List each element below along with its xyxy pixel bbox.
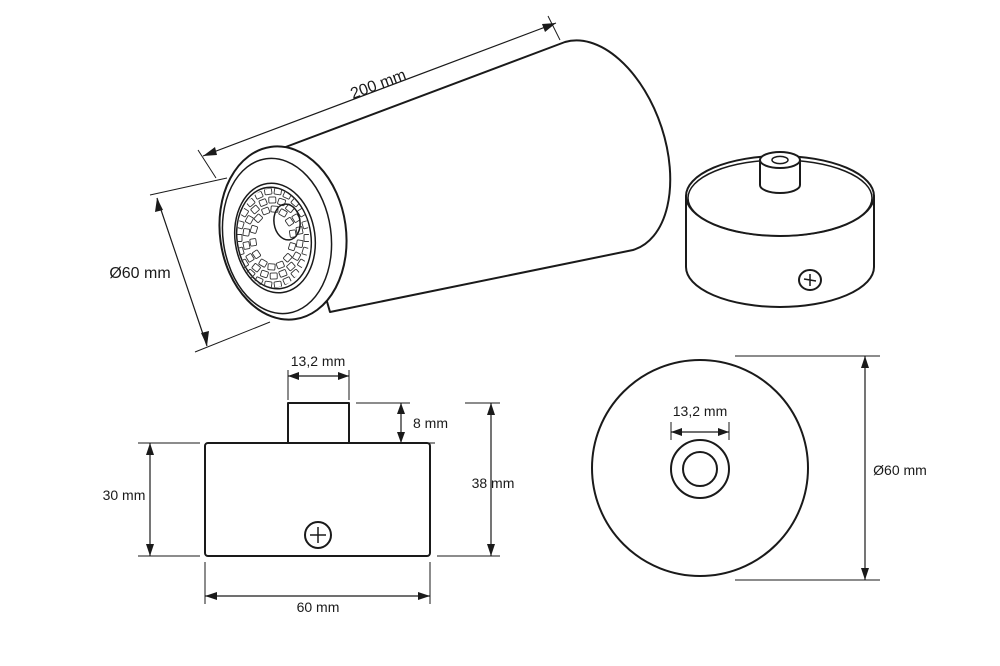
lens-cell — [284, 217, 295, 227]
dimension-cylinder-diameter: Ø60 mm — [109, 177, 271, 353]
cylinder-reflector-inner — [235, 186, 313, 290]
base-front-stem — [287, 402, 350, 444]
lens-cell — [244, 215, 254, 225]
base-stem-top — [759, 151, 801, 169]
lens-cell — [250, 204, 260, 215]
dimension-stem-height: 8 mm — [356, 402, 448, 444]
lens-cell — [289, 229, 297, 238]
base-top-view: 13,2 mm Ø60 mm — [591, 355, 927, 581]
base-isometric-view — [685, 151, 875, 308]
lens-cell — [263, 188, 273, 196]
dimension-top-diameter: Ø60 mm — [735, 355, 927, 581]
lens-cell — [288, 242, 297, 252]
dimension-base-width: 60 mm — [204, 562, 431, 615]
lens-cell — [267, 263, 276, 271]
lens-cell — [295, 226, 304, 235]
dimension-top-hole: 13,2 mm — [670, 403, 730, 440]
lens-cell — [237, 234, 243, 242]
lens-cell — [286, 261, 296, 272]
lens-cell — [258, 198, 268, 207]
top-diameter-label: Ø60 mm — [873, 462, 927, 478]
lens-cell — [251, 263, 261, 273]
base-stem — [759, 159, 801, 194]
lens-cell — [242, 241, 251, 250]
lens-cell — [278, 208, 288, 218]
length-label: 200 mm — [348, 67, 408, 103]
lens-cell — [258, 258, 268, 268]
lens-cell — [273, 188, 283, 196]
base-screw-icon — [798, 269, 822, 291]
stem-width-label: 13,2 mm — [291, 353, 345, 369]
lens-cell — [273, 280, 283, 288]
lens-cell — [263, 280, 273, 288]
lens-cell — [295, 239, 304, 248]
lens-center — [273, 203, 301, 241]
lens-cell — [245, 253, 255, 263]
total-height-label: 38 mm — [472, 475, 515, 491]
top-view-stem-hole — [682, 451, 718, 487]
dimension-base-height: 30 mm — [103, 442, 200, 557]
lens-cell — [275, 260, 285, 270]
lens-cell — [268, 196, 277, 204]
base-height-label: 30 mm — [103, 487, 146, 503]
dimension-total-height: 38 mm — [437, 402, 515, 557]
lens-cell — [249, 224, 258, 234]
lens-cell — [261, 206, 271, 216]
lens-cell — [253, 213, 263, 223]
base-width-label: 60 mm — [297, 599, 340, 615]
stem-height-label: 8 mm — [413, 415, 448, 431]
cylinder-diameter-label: Ø60 mm — [109, 265, 170, 282]
base-front-view: 13,2 mm 8 mm 30 mm 38 mm — [103, 353, 515, 615]
lens-cell — [303, 234, 309, 242]
cylinder-spotlight-view: 200 mm Ø60 mm — [109, 15, 672, 353]
base-stem-hole — [771, 155, 789, 165]
cylinder-bezel-ring — [221, 157, 333, 315]
lens-cell — [270, 205, 279, 213]
base-front-screw-icon — [304, 521, 332, 549]
lens-cell — [278, 269, 288, 278]
lens-cell — [283, 253, 293, 263]
cylinder-body — [282, 39, 672, 313]
dimension-stem-width: 13,2 mm — [287, 353, 350, 400]
lens-cell — [259, 269, 269, 279]
lens-cell — [251, 249, 262, 259]
top-hole-label: 13,2 mm — [673, 403, 727, 419]
lens-cell — [249, 238, 257, 247]
lens-cell — [269, 272, 278, 280]
cylinder-reflector — [233, 182, 317, 294]
lens-cell — [242, 228, 251, 237]
lens-cell — [292, 251, 302, 261]
